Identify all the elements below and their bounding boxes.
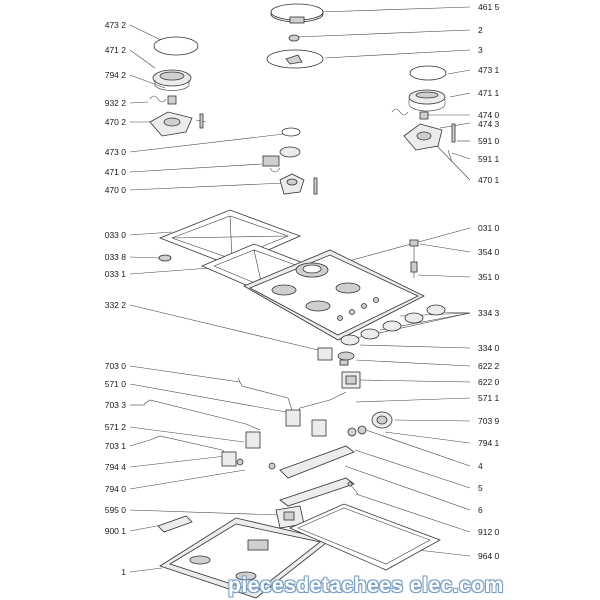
part-gas-ramp xyxy=(279,445,355,507)
part-clip xyxy=(157,515,193,533)
part-right-crown xyxy=(408,89,446,112)
part-label: 900 1 xyxy=(104,526,126,536)
part-pan-support-back xyxy=(158,209,302,267)
part-control-knobs xyxy=(337,304,446,361)
leader-lines-left xyxy=(129,24,319,573)
part-label: 571 0 xyxy=(104,379,126,389)
part-label: 474 0 xyxy=(478,110,500,120)
part-label: 033 1 xyxy=(104,269,126,279)
part-label: 473 0 xyxy=(104,147,126,157)
part-label: 571 1 xyxy=(478,393,500,403)
part-top-lid xyxy=(270,3,324,24)
part-label: 703 9 xyxy=(478,416,500,426)
part-left-cap xyxy=(153,36,199,56)
part-label: 471 0 xyxy=(104,167,126,177)
part-label: 3 xyxy=(478,45,483,55)
part-rubber-foot xyxy=(158,254,172,262)
part-label: 470 2 xyxy=(104,117,126,127)
part-middle-body xyxy=(279,173,318,195)
part-label: 4 xyxy=(478,461,483,471)
part-label: 471 1 xyxy=(478,88,500,98)
part-label: 334 0 xyxy=(478,343,500,353)
part-label: 351 0 xyxy=(478,272,500,282)
part-label: 703 1 xyxy=(104,441,126,451)
part-label: 912 0 xyxy=(478,527,500,537)
part-gas-pipes xyxy=(143,377,347,459)
part-label: 794 2 xyxy=(104,70,126,80)
part-label: 595 0 xyxy=(104,505,126,515)
part-middle-crown xyxy=(262,146,301,173)
site-watermark: piecesdetachees elec.com xyxy=(228,574,504,597)
part-label: 2 xyxy=(478,25,483,35)
part-label: 5 xyxy=(478,483,483,493)
part-right-body xyxy=(403,123,456,163)
part-label: 571 2 xyxy=(104,422,126,432)
part-hob-plate xyxy=(243,249,425,341)
part-label: 1 xyxy=(121,567,126,577)
part-right-injector xyxy=(391,108,429,120)
part-label: 703 0 xyxy=(104,361,126,371)
part-label: 473 1 xyxy=(478,65,500,75)
part-injector-right xyxy=(347,411,393,437)
part-base-tray xyxy=(159,517,331,599)
part-burner-plate xyxy=(266,49,324,69)
part-label: 6 xyxy=(478,505,483,515)
part-label: 964 0 xyxy=(478,551,500,561)
part-label: 591 1 xyxy=(478,154,500,164)
part-label: 794 1 xyxy=(478,438,500,448)
part-label: 470 0 xyxy=(104,185,126,195)
part-label: 470 1 xyxy=(478,175,500,185)
part-label: 622 0 xyxy=(478,377,500,387)
part-bottom-gasket xyxy=(289,503,441,571)
part-left-body xyxy=(149,111,207,137)
part-label: 703 3 xyxy=(104,400,126,410)
part-left-injector xyxy=(149,95,177,105)
part-label: 794 4 xyxy=(104,462,126,472)
part-label: 932 2 xyxy=(104,98,126,108)
part-label: 033 0 xyxy=(104,230,126,240)
part-ignition-block xyxy=(317,347,361,389)
part-middle-cap xyxy=(281,127,301,137)
part-label: 794 0 xyxy=(104,484,126,494)
part-label: 461 5 xyxy=(478,2,500,12)
part-spark-probe xyxy=(409,239,419,278)
part-label: 332 2 xyxy=(104,300,126,310)
part-label: 473 2 xyxy=(104,20,126,30)
part-screw xyxy=(347,481,359,495)
part-spring xyxy=(288,34,300,42)
part-label: 591 0 xyxy=(478,136,500,146)
part-label: 354 0 xyxy=(478,247,500,257)
part-left-crown xyxy=(152,69,192,91)
part-label: 031 0 xyxy=(478,223,500,233)
part-label: 334 3 xyxy=(478,308,500,318)
part-right-cap xyxy=(409,65,447,81)
part-label: 471 2 xyxy=(104,45,126,55)
part-label: 622 2 xyxy=(478,361,500,371)
part-label: 474 3 xyxy=(478,119,500,129)
part-label: 033 8 xyxy=(104,252,126,262)
part-gas-taps xyxy=(221,409,327,470)
